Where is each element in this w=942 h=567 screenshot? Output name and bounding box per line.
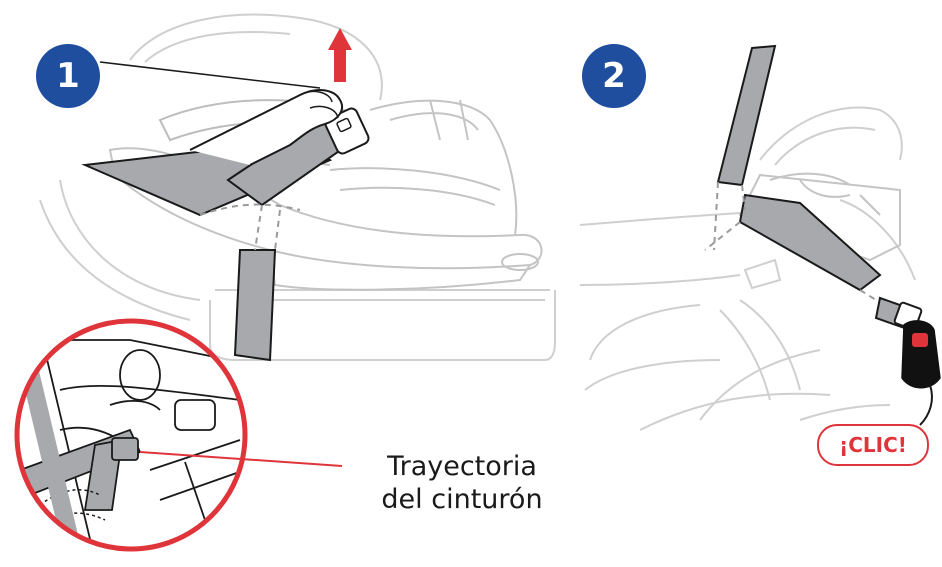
- panel-1-illustration: [40, 15, 555, 360]
- step-1-badge: 1: [36, 44, 100, 108]
- callout-line-1: Trayectoria: [332, 450, 592, 483]
- click-label: ¡CLIC!: [817, 424, 929, 466]
- lift-arrow: [328, 28, 352, 82]
- badge-leader-line: [100, 62, 320, 88]
- buckle-release-button: [912, 333, 928, 347]
- p2-shoulder-belt: [718, 46, 775, 185]
- callout-line-2: del cinturón: [332, 483, 592, 516]
- belt-path-callout: Trayectoria del cinturón: [332, 450, 592, 516]
- vehicle-seat-outline: [40, 15, 555, 360]
- inset-latch: [112, 438, 138, 460]
- belt-routing-dashed: [200, 205, 300, 250]
- panel-2-illustration: [580, 46, 940, 430]
- zoom-inset: [10, 315, 342, 560]
- buckle-cable: [920, 385, 932, 425]
- step-2-badge: 2: [582, 44, 646, 108]
- seatbelt-buckle: [902, 321, 940, 388]
- belt-lower-strap: [235, 250, 275, 360]
